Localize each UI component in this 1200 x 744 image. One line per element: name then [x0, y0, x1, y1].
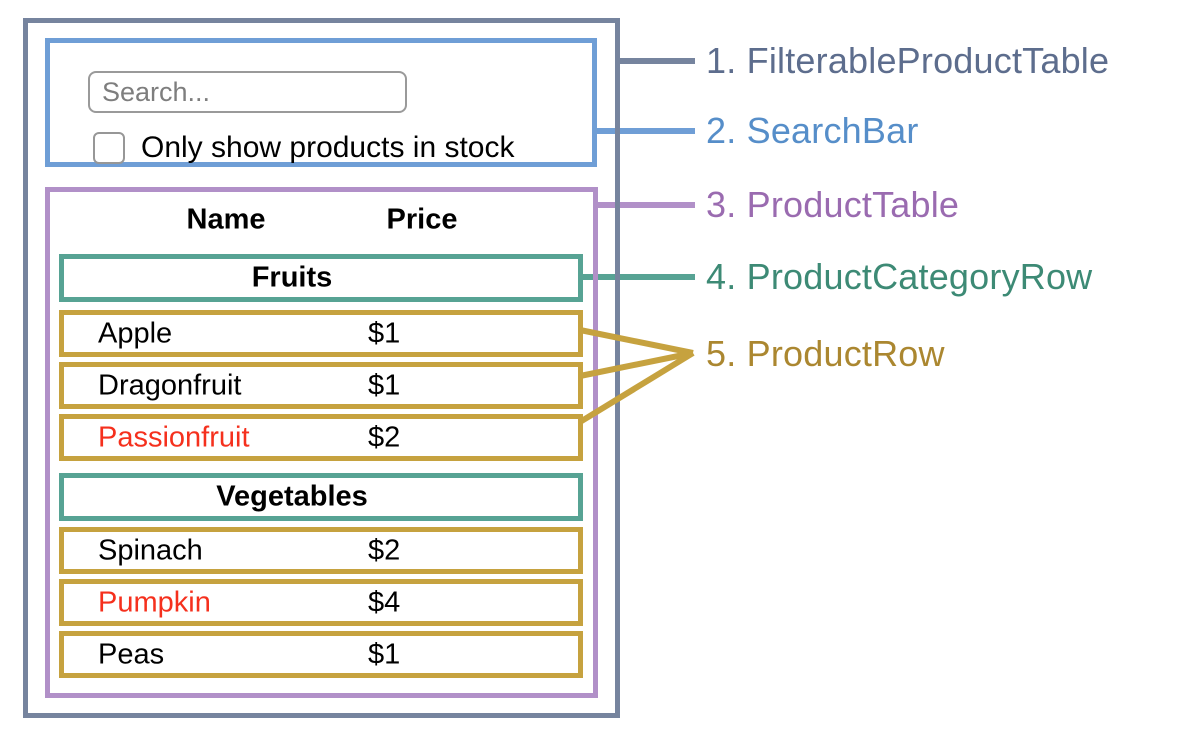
product-name: Dragonfruit: [98, 369, 242, 401]
annotation-product-category-row: 4. ProductCategoryRow: [706, 256, 1093, 297]
product-category-row: Fruits: [59, 254, 583, 302]
product-name-out-of-stock: Pumpkin: [98, 586, 211, 618]
search-input[interactable]: [88, 71, 407, 113]
product-name: Spinach: [98, 534, 203, 566]
column-header-price: Price: [386, 203, 458, 236]
product-price: $4: [368, 586, 401, 618]
product-row: Dragonfruit $1: [59, 362, 583, 409]
product-row: Passionfruit $2: [59, 414, 583, 461]
product-price: $2: [368, 534, 401, 566]
product-category-row: Vegetables: [59, 473, 583, 521]
product-table-box: [45, 187, 598, 698]
in-stock-checkbox-label: Only show products in stock: [141, 131, 515, 164]
product-name-out-of-stock: Passionfruit: [98, 421, 250, 453]
annotation-product-row: 5. ProductRow: [706, 333, 945, 374]
connector-product-row-apple: [579, 327, 694, 356]
column-header-name: Name: [186, 203, 266, 236]
annotation-product-table: 3. ProductTable: [706, 184, 960, 225]
product-row: Peas $1: [59, 631, 583, 678]
category-label: Fruits: [251, 261, 333, 294]
product-row: Apple $1: [59, 310, 583, 357]
product-name: Peas: [98, 638, 165, 670]
product-row: Pumpkin $4: [59, 579, 583, 626]
product-price: $1: [368, 638, 401, 670]
annotation-search-bar: 2. SearchBar: [706, 110, 919, 151]
product-name: Apple: [98, 317, 173, 349]
product-price: $1: [368, 317, 401, 349]
product-row: Spinach $2: [59, 527, 583, 574]
product-price: $1: [368, 369, 401, 401]
annotation-filterable-product-table: 1. FilterableProductTable: [706, 40, 1110, 81]
connector-product-row-passionfruit: [578, 350, 695, 425]
category-label: Vegetables: [216, 480, 368, 513]
product-price: $2: [368, 421, 401, 453]
connector-product-row-dragonfruit: [579, 350, 694, 379]
in-stock-checkbox[interactable]: [93, 132, 125, 164]
search-bar-box: [45, 38, 597, 167]
